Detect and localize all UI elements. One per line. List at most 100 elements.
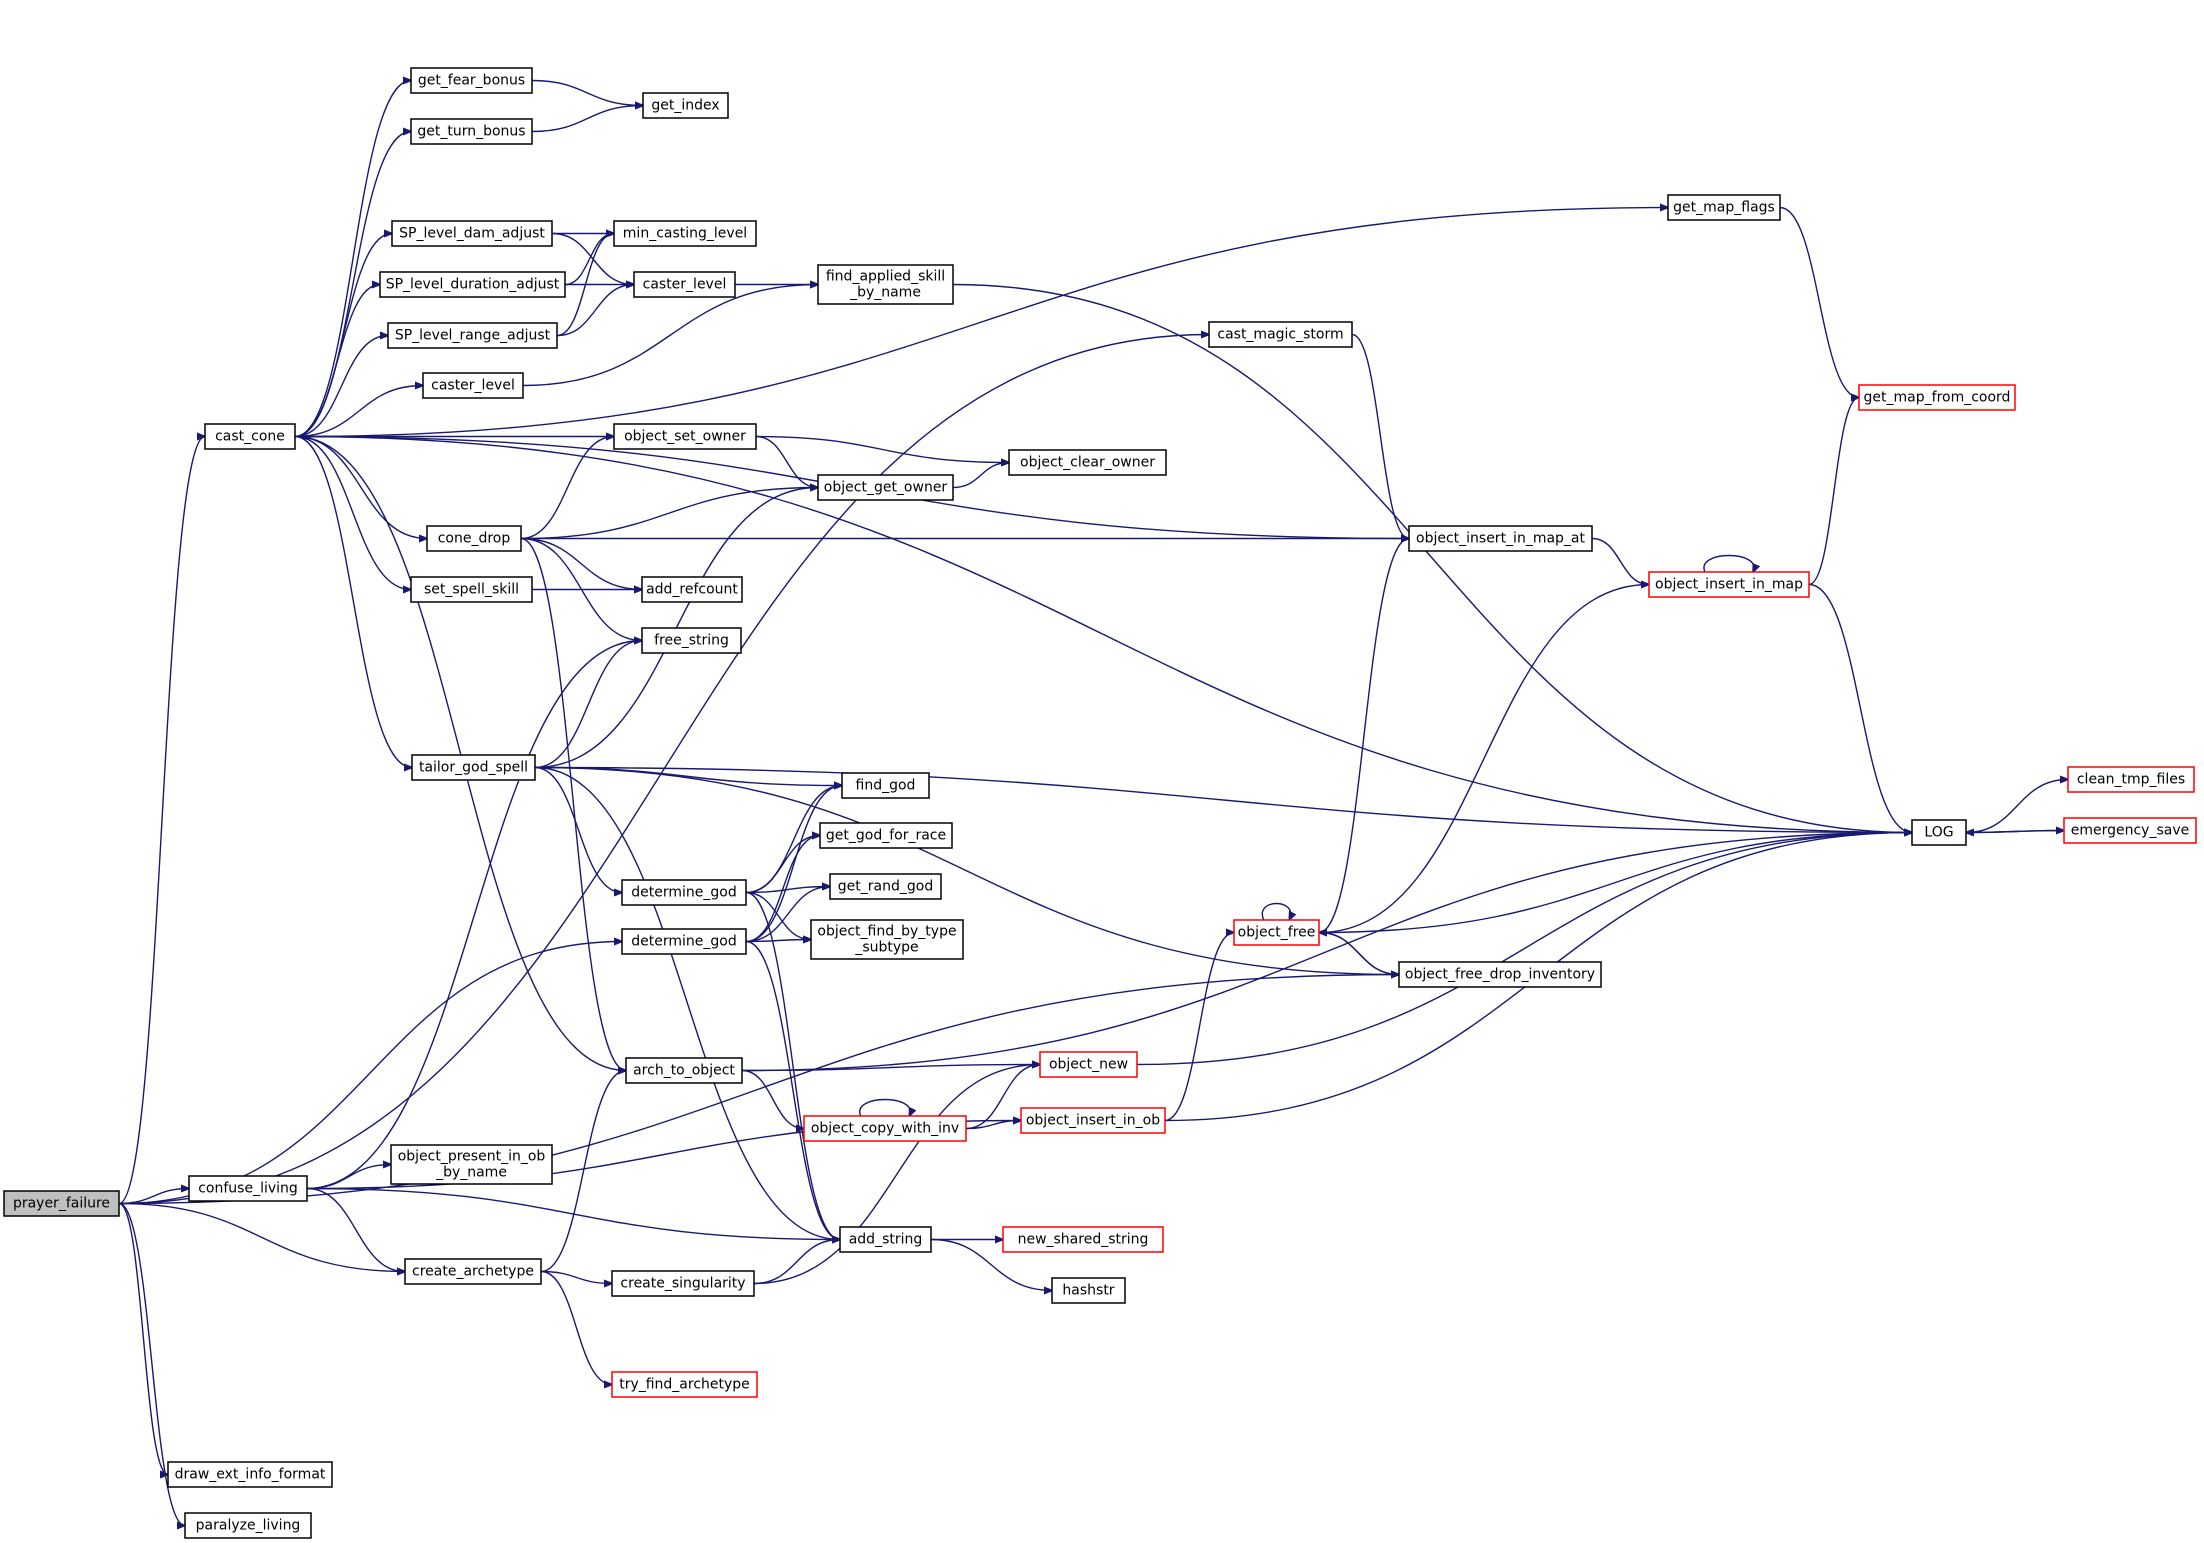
node-box bbox=[1858, 384, 2016, 411]
node-object-free-drop-inventory[interactable]: object_free_drop_inventory bbox=[1398, 961, 1602, 988]
edge-cast_cone-to-SP_level_duration_adjust bbox=[294, 285, 380, 438]
node-label: emergency_save bbox=[2071, 823, 2190, 839]
node-label: _subtype bbox=[854, 940, 918, 956]
node-get-map-from-coord[interactable]: get_map_from_coord bbox=[1858, 384, 2016, 411]
node-label: get_god_for_race bbox=[826, 828, 946, 844]
node-box bbox=[1020, 1107, 1166, 1134]
node-label: cast_cone bbox=[215, 429, 285, 445]
edge-prayer_failure-to-draw_ext_info_format bbox=[118, 1202, 168, 1475]
node-label: get_fear_bonus bbox=[418, 73, 525, 89]
node-box bbox=[204, 423, 296, 450]
node-new-shared-string[interactable]: new_shared_string bbox=[1002, 1226, 1164, 1253]
node-caster-level-b[interactable]: caster_level bbox=[633, 271, 736, 298]
node-emergency-save[interactable]: emergency_save bbox=[2063, 817, 2197, 844]
edge-cast_cone-to-caster_level_a bbox=[294, 386, 423, 438]
node-label: _by_name bbox=[435, 1165, 507, 1181]
node-object-present-in-ob-by-name[interactable]: object_present_in_ob_by_name bbox=[390, 1144, 553, 1185]
node-box bbox=[1002, 1226, 1164, 1253]
node-label: caster_level bbox=[643, 277, 727, 293]
node-prayer-failure[interactable]: prayer_failure bbox=[3, 1190, 120, 1217]
node-free-string[interactable]: free_string bbox=[641, 627, 742, 654]
node-add-refcount[interactable]: add_refcount bbox=[641, 576, 743, 603]
node-caster-level-a[interactable]: caster_level bbox=[422, 372, 524, 399]
node-label: try_find_archetype bbox=[619, 1377, 750, 1393]
node-box bbox=[621, 879, 747, 906]
node-hashstr[interactable]: hashstr bbox=[1051, 1277, 1126, 1304]
node-clean-tmp-files[interactable]: clean_tmp_files bbox=[2067, 766, 2195, 793]
node-create-singularity[interactable]: create_singularity bbox=[611, 1270, 755, 1297]
node-create-archetype[interactable]: create_archetype bbox=[404, 1258, 542, 1285]
edge-determine_god_b-to-object_find_by_type_subtype bbox=[745, 940, 811, 942]
node-tailor-god-spell[interactable]: tailor_god_spell bbox=[411, 754, 536, 781]
node-SP-level-dam-adjust[interactable]: SP_level_dam_adjust bbox=[391, 220, 553, 247]
edge-object_copy_with_inv-to-object_copy_with_inv bbox=[859, 1098, 911, 1117]
edge-determine_god_b-to-add_string bbox=[745, 940, 840, 1240]
node-cast-magic-storm[interactable]: cast_magic_storm bbox=[1208, 321, 1353, 348]
node-label: determine_god bbox=[631, 934, 736, 950]
node-add-string[interactable]: add_string bbox=[839, 1226, 932, 1253]
node-set-spell-skill[interactable]: set_spell_skill bbox=[410, 576, 533, 603]
node-object-insert-in-map-at[interactable]: object_insert_in_map_at bbox=[1408, 525, 1593, 552]
node-label: find_applied_skill bbox=[826, 269, 945, 285]
node-get-turn-bonus[interactable]: get_turn_bonus bbox=[410, 118, 533, 145]
node-find-applied-skill-by-name[interactable]: find_applied_skill_by_name bbox=[817, 264, 954, 305]
node-box bbox=[611, 1371, 758, 1398]
edge-object_insert_in_map-to-object_insert_in_map bbox=[1703, 554, 1754, 573]
node-box bbox=[3, 1190, 120, 1217]
node-object-copy-with-inv[interactable]: object_copy_with_inv bbox=[803, 1115, 967, 1142]
node-object-clear-owner[interactable]: object_clear_owner bbox=[1008, 449, 1167, 476]
node-get-index[interactable]: get_index bbox=[642, 92, 729, 119]
edge-object_insert_in_map-to-get_map_from_coord bbox=[1808, 398, 1859, 586]
node-box bbox=[621, 928, 747, 955]
node-box bbox=[184, 1512, 312, 1539]
node-get-god-for-race[interactable]: get_god_for_race bbox=[819, 822, 953, 849]
node-min-casting-level[interactable]: min_casting_level bbox=[613, 220, 757, 247]
node-arch-to-object[interactable]: arch_to_object bbox=[625, 1057, 743, 1084]
node-object-get-owner[interactable]: object_get_owner bbox=[817, 474, 954, 501]
node-object-find-by-type-subtype[interactable]: object_find_by_type_subtype bbox=[810, 919, 964, 960]
edge-caster_level_a-to-find_applied_skill_by_name bbox=[522, 285, 818, 387]
edge-object_new-to-LOG bbox=[1136, 833, 1912, 1066]
node-paralyze-living[interactable]: paralyze_living bbox=[184, 1512, 312, 1539]
node-object-set-owner[interactable]: object_set_owner bbox=[613, 423, 757, 450]
node-get-fear-bonus[interactable]: get_fear_bonus bbox=[410, 67, 533, 94]
node-determine-god-a[interactable]: determine_god bbox=[621, 879, 747, 906]
edge-object_get_owner-to-object_clear_owner bbox=[952, 463, 1009, 489]
node-SP-level-range-adjust[interactable]: SP_level_range_adjust bbox=[387, 322, 558, 349]
node-object-insert-in-map[interactable]: object_insert_in_map bbox=[1648, 571, 1810, 598]
node-box bbox=[613, 423, 757, 450]
edge-cast_cone-to-SP_level_range_adjust bbox=[294, 336, 388, 438]
node-find-god[interactable]: find_god bbox=[841, 772, 930, 799]
node-label: object_find_by_type bbox=[817, 924, 956, 940]
node-label: add_refcount bbox=[646, 582, 738, 598]
node-box bbox=[188, 1175, 308, 1202]
edge-create_singularity-to-add_string bbox=[753, 1240, 840, 1285]
node-LOG[interactable]: LOG bbox=[1911, 819, 1967, 846]
node-draw-ext-info-format[interactable]: draw_ext_info_format bbox=[167, 1461, 333, 1488]
edge-cone_drop-to-object_set_owner bbox=[520, 437, 614, 540]
node-object-new[interactable]: object_new bbox=[1039, 1051, 1138, 1078]
node-label: object_free bbox=[1238, 925, 1316, 941]
node-label: set_spell_skill bbox=[424, 582, 519, 598]
node-object-free[interactable]: object_free bbox=[1233, 919, 1320, 946]
node-label: object_present_in_ob bbox=[398, 1149, 546, 1165]
node-cast-cone[interactable]: cast_cone bbox=[204, 423, 296, 450]
node-cone-drop[interactable]: cone_drop bbox=[426, 525, 522, 552]
node-SP-level-duration-adjust[interactable]: SP_level_duration_adjust bbox=[379, 271, 566, 298]
node-confuse-living[interactable]: confuse_living bbox=[188, 1175, 308, 1202]
node-label: find_god bbox=[856, 778, 916, 794]
node-object-insert-in-ob[interactable]: object_insert_in_ob bbox=[1020, 1107, 1166, 1134]
edge-determine_god_b-to-find_god bbox=[745, 786, 842, 943]
edge-get_fear_bonus-to-get_index bbox=[531, 79, 643, 106]
node-get-rand-god[interactable]: get_rand_god bbox=[829, 873, 942, 900]
edge-tailor_god_spell-to-free_string bbox=[534, 641, 642, 769]
node-label: object_new bbox=[1049, 1057, 1128, 1073]
node-box bbox=[379, 271, 566, 298]
node-try-find-archetype[interactable]: try_find_archetype bbox=[611, 1371, 758, 1398]
node-determine-god-b[interactable]: determine_god bbox=[621, 928, 747, 955]
node-box bbox=[641, 627, 742, 654]
node-get-map-flags[interactable]: get_map_flags bbox=[1667, 194, 1781, 221]
node-label: SP_level_duration_adjust bbox=[386, 277, 560, 293]
edge-determine_god_a-to-object_find_by_type_subtype bbox=[745, 891, 811, 940]
